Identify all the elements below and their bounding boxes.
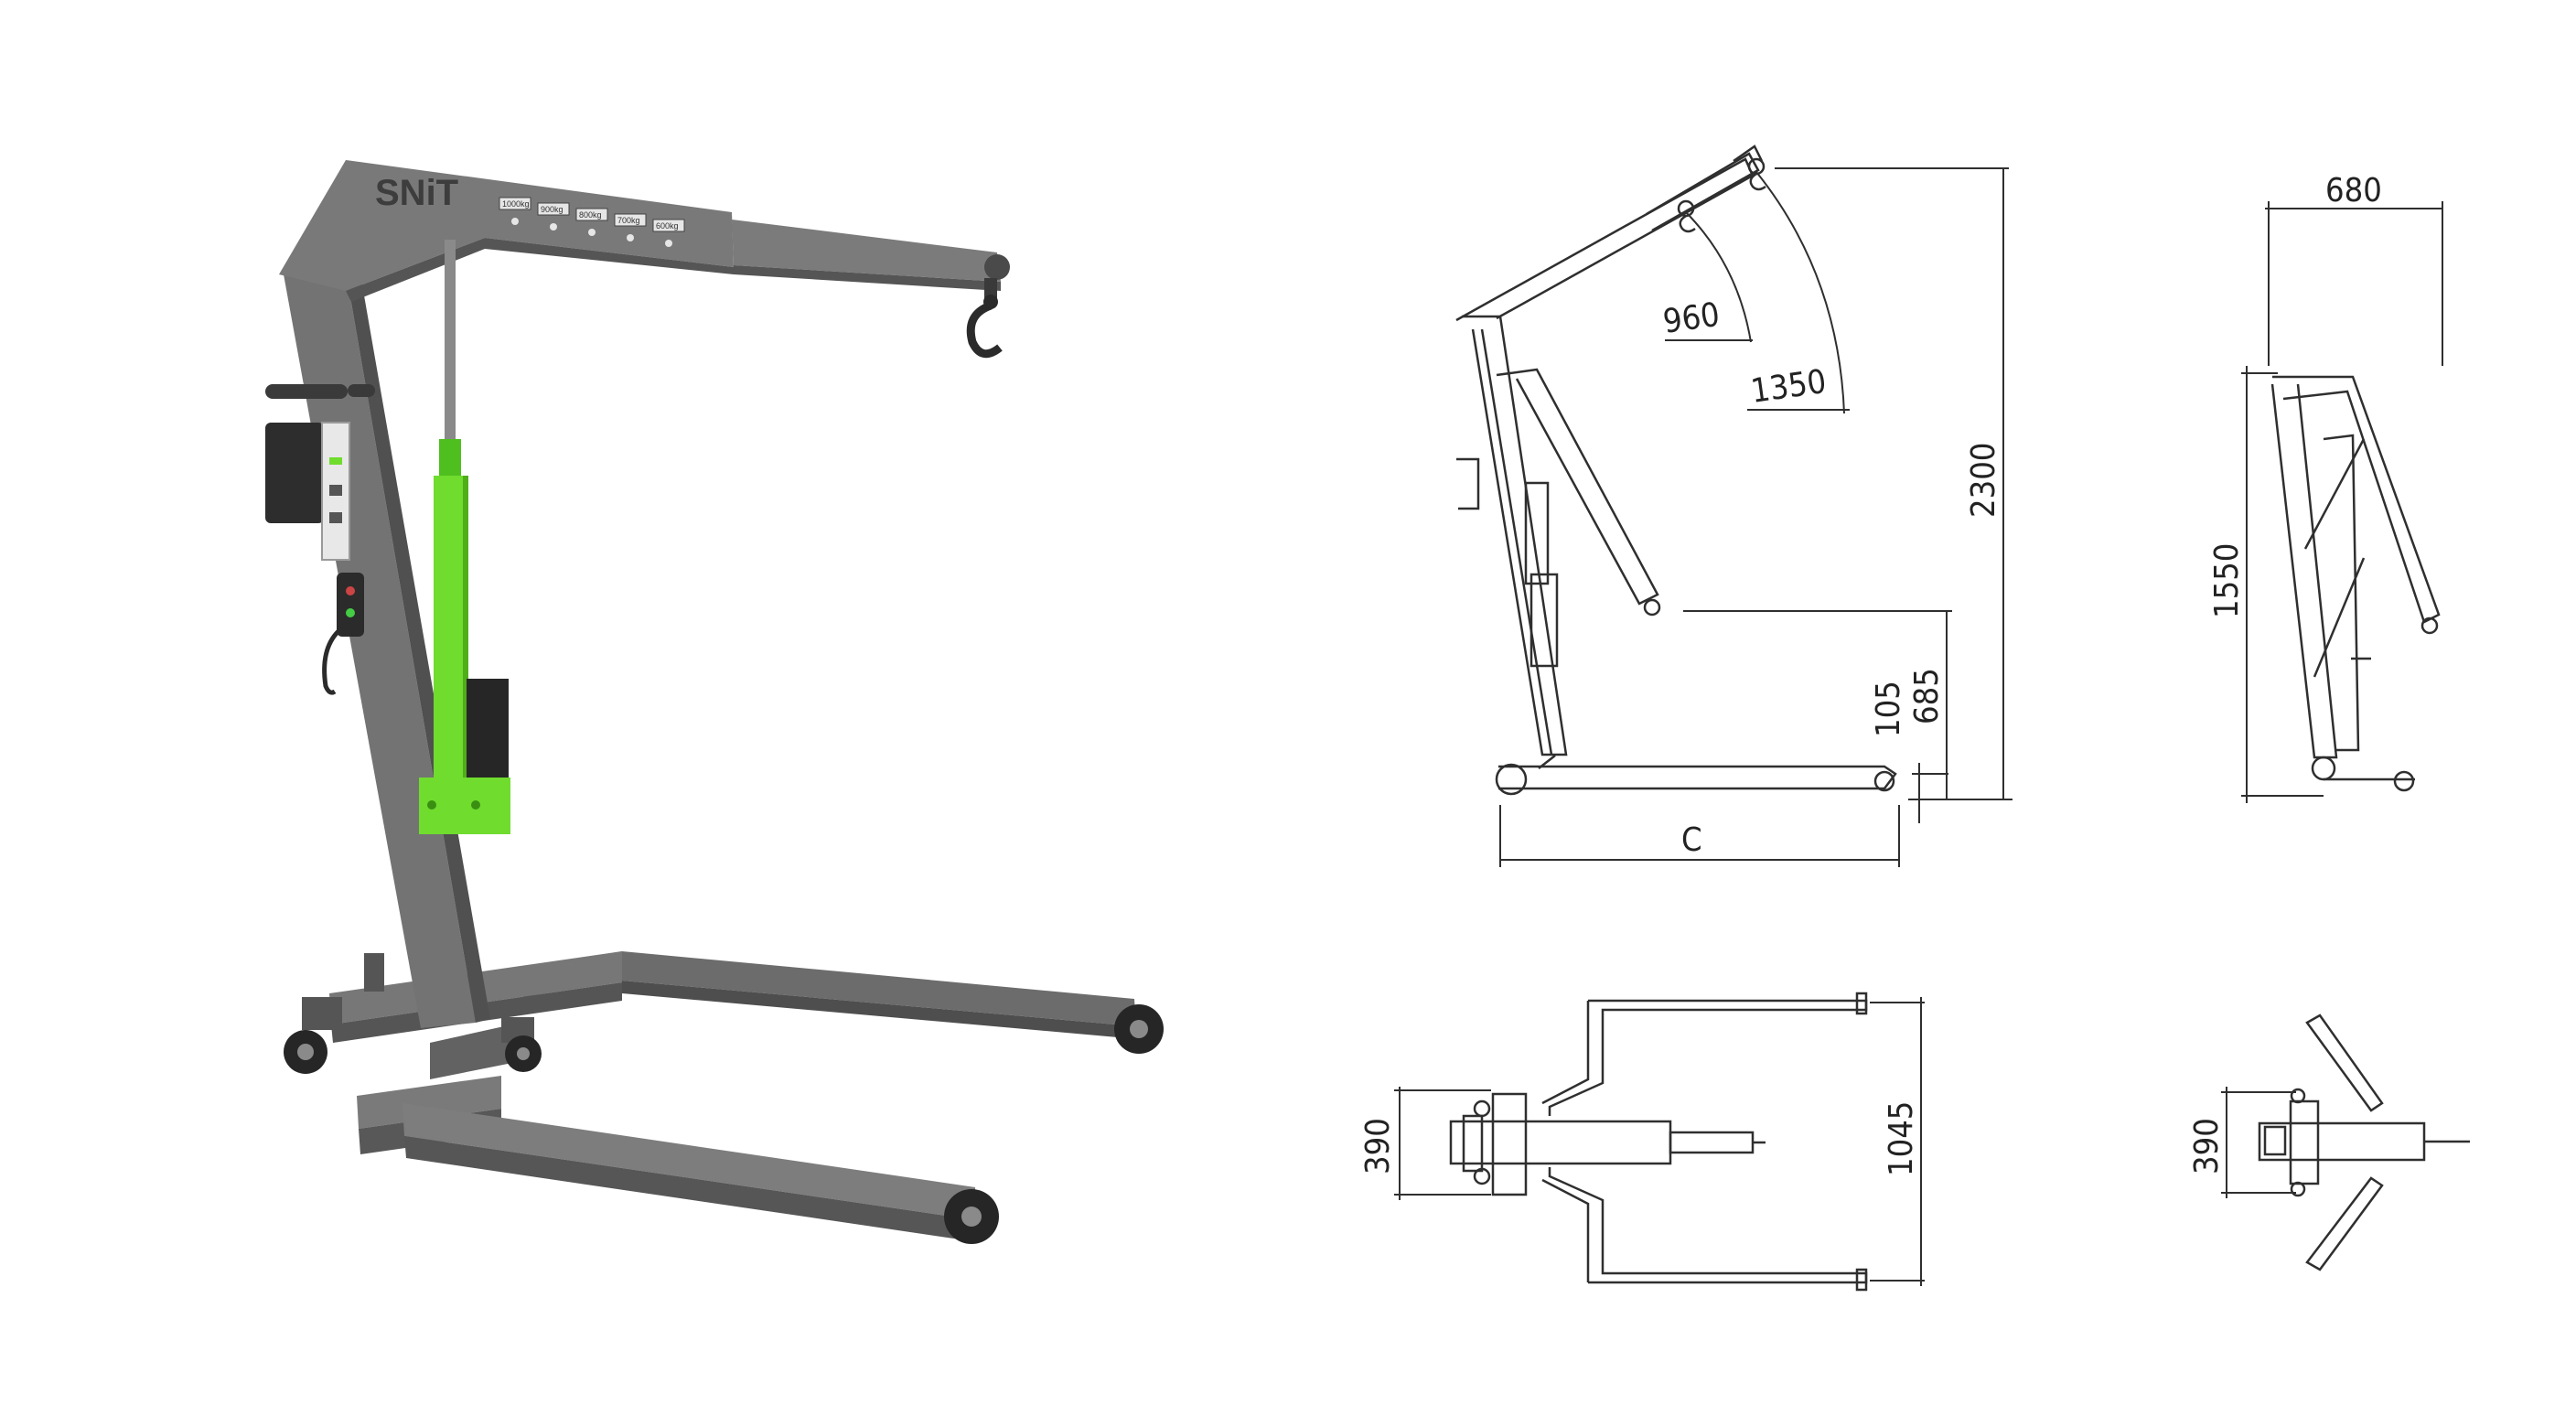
- cylinder-body: [434, 476, 468, 778]
- capacity-pin-hole: [588, 229, 596, 236]
- battery-pack: [265, 423, 324, 523]
- capacity-label: 600kg: [656, 221, 679, 231]
- front-leg: [357, 1076, 999, 1244]
- top-view-drawing: [1449, 992, 1868, 1292]
- boom: SNiT 1000kg 900kg 800kg 700kg 600kg: [279, 160, 1010, 302]
- reach-max-label: 1350: [1749, 363, 1829, 411]
- folded-height-label: 1550: [2208, 543, 2246, 618]
- technical-drawings: [1394, 145, 2470, 1292]
- top-view-dimensions: [1394, 997, 1925, 1286]
- height-max-label: 2300: [1965, 443, 2002, 518]
- folded-top-mast-width-label: 390: [2188, 1118, 2226, 1174]
- hydraulic-cylinder: [419, 240, 510, 834]
- capacity-label: 1000kg: [502, 199, 530, 209]
- folded-width-label: 680: [2325, 172, 2382, 209]
- side-view-drawing: [1455, 145, 1897, 796]
- control-panel: [265, 422, 364, 695]
- crane-product-illustration: SNiT 1000kg 900kg 800kg 700kg 600kg: [265, 160, 1164, 1244]
- remote-control: [337, 573, 364, 637]
- capacity-badge: [575, 208, 608, 221]
- folded-view-dimensions: [2241, 201, 2443, 803]
- top-mast-width-label: 390: [1359, 1118, 1397, 1174]
- capacity-pin-hole: [511, 218, 519, 225]
- capacity-badge: [614, 213, 647, 227]
- capacity-badge: [537, 202, 570, 216]
- top-leg-span-label: 1045: [1883, 1101, 1920, 1176]
- capacity-label: 900kg: [541, 205, 564, 214]
- dimension-labels: 960 1350 2300 685 105 C 680 1550 390 104…: [1359, 172, 2382, 1176]
- capacity-badge: [652, 219, 685, 232]
- folded-top-view-dimensions: [2221, 1087, 2296, 1198]
- capacity-label: 700kg: [617, 216, 640, 225]
- side-view-dimensions: [1499, 167, 2012, 867]
- height-hook-low-label: 685: [1908, 668, 1946, 724]
- piston-rod: [445, 240, 456, 487]
- base-clearance-label: 105: [1870, 681, 1907, 737]
- capacity-pin-hole: [665, 240, 672, 247]
- folded-view-drawing: [2270, 375, 2441, 792]
- capacity-labels: 1000kg 900kg 800kg 700kg 600kg: [499, 197, 685, 247]
- lifting-hook: [966, 278, 1003, 359]
- capacity-pin-hole: [550, 223, 557, 231]
- caster-wheels: [284, 953, 542, 1074]
- capacity-label: 800kg: [579, 210, 602, 220]
- capacity-pin-hole: [627, 234, 634, 241]
- capacity-badge: [499, 197, 531, 210]
- rear-leg: [521, 951, 1164, 1054]
- brand-logo: SNiT: [375, 173, 458, 213]
- reach-min-label: 960: [1661, 296, 1723, 341]
- folded-top-view-drawing: [2258, 1014, 2470, 1271]
- base-length-label: C: [1681, 821, 1702, 859]
